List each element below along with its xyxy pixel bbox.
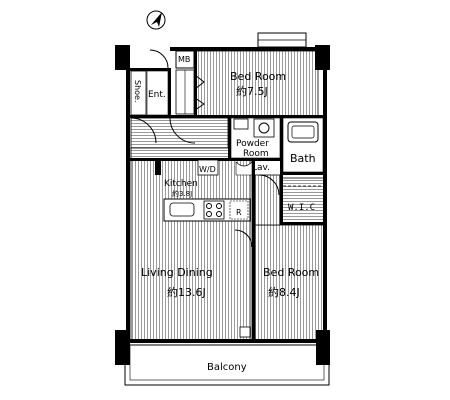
entrance-floor [146, 70, 169, 116]
north-arrow-icon [146, 10, 166, 30]
bath-label: Bath [290, 152, 316, 165]
wic-floor [281, 177, 326, 224]
living-name: Living Dining [141, 266, 213, 279]
balcony-area [124, 344, 330, 386]
kitchen-name: Kitchen [164, 179, 198, 189]
bedroom2-floor [254, 224, 326, 341]
powder-line2: Room [243, 149, 269, 159]
entrance-label: Ent. [148, 90, 166, 100]
shoe-cabinet [130, 70, 147, 116]
r-mark: R [236, 208, 242, 217]
exterior-walls [115, 45, 330, 365]
kitchen-size: 約3.8J [172, 189, 192, 198]
powder-line1: Powder [236, 139, 269, 149]
bedroom1-size: 約7.5J [236, 84, 268, 98]
living-size: 約13.6J [167, 285, 206, 299]
wic-label: W.I.C [288, 203, 315, 213]
bedroom2-name: Bed Room [263, 266, 319, 279]
wd-label: W/D [199, 165, 216, 174]
living-floor [130, 159, 252, 341]
bedroom2-size: 約8.4J [268, 285, 300, 299]
bedroom1-floor [195, 50, 319, 118]
bedroom2-corridor [254, 174, 281, 226]
shoe-label: Shoe. [133, 80, 142, 103]
bedroom1-name: Bed Room [230, 70, 286, 83]
lav-label: Lav. [252, 163, 270, 173]
interior-walls [130, 51, 325, 340]
balcony-label: Balcony [207, 362, 247, 373]
mb-label: MB [178, 55, 190, 64]
